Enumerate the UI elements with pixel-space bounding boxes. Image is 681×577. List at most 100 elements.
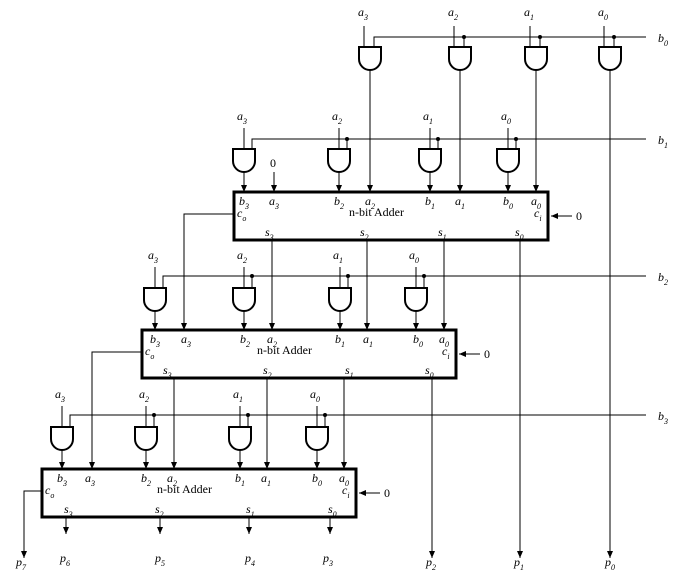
adder2-port-a0-base: a [439,332,445,346]
carry-in-sub: i [447,352,449,361]
row1-a3-label-sub: 3 [242,117,247,126]
adder1-port-a3-sub: 3 [274,202,279,211]
adder2-port-s0-base: s [425,363,430,377]
row2-a0-label-base: a [409,248,415,262]
arrowhead [551,213,558,219]
b3-label-sub: 3 [663,417,668,426]
arrowhead [367,185,373,192]
row1-and-gate-a0 [496,148,520,173]
carry-out-base: c [145,344,151,358]
adder3-port-b0-base: b [312,471,318,485]
row1-a1-label-sub: 1 [429,117,433,126]
arrowhead [269,323,275,330]
adder1-port-a3: a3 [269,194,279,211]
row3-and-gate-a1 [228,426,252,451]
p3-label-base: p [322,551,329,565]
adder2-port-b3: b3 [150,332,160,349]
row0-a0-label-base: a [598,5,604,19]
adder3-port-s3-base: s [64,502,69,516]
adder3-port-s2-base: s [155,502,160,516]
adder1-port-s3-sub: 3 [269,233,274,242]
adder2-port-b1: b1 [335,332,345,349]
adder2-port-s0-sub: 0 [430,371,434,380]
adder2-port-b0-base: b [413,332,419,346]
p5-label: p5 [154,551,165,568]
adder3-port-b0-sub: 0 [318,479,322,488]
row1-a0-label: a0 [501,109,511,126]
arrowhead [143,462,149,469]
adder1-a3-zero: 0 [270,156,276,170]
p4-label-sub: 4 [251,559,255,568]
arrowhead [364,323,370,330]
adder2-port-a1-sub: 1 [369,340,373,349]
p0-label-sub: 0 [611,563,615,572]
row2-and-gate-a0 [404,287,428,312]
row2-a0-label-sub: 0 [415,256,419,265]
row1-a1-label-base: a [423,109,429,123]
adder2-port-s3-sub: 3 [167,371,172,380]
p0-label: p0 [604,555,615,572]
adder1-port-s3: s3 [265,225,274,242]
arrowhead [336,185,342,192]
arrowhead [171,462,177,469]
adder2-carry-out-label: co [145,344,154,361]
row0-a2-label-base: a [448,5,454,19]
adder1-port-s0-base: s [515,225,520,239]
b2-label: b2 [658,270,668,287]
row2-and-gate-a3 [143,287,167,312]
adder2-port-a1: a1 [363,332,373,349]
adder3-carry-out-label: co [45,483,54,500]
row2-a2-label: a2 [237,248,247,265]
adder3-port-b1-sub: 1 [241,479,245,488]
row0-a2-label-sub: 2 [454,13,458,22]
adder3-port-b3-sub: 3 [62,479,67,488]
row2-a2-label-sub: 2 [243,256,247,265]
row3-a1-label-sub: 1 [239,395,243,404]
adder1-port-s0: s0 [515,225,524,242]
carry-out-base: c [45,483,51,497]
adder3-carry-in-zero: 0 [384,486,390,500]
adder1-port-a0-sub: 0 [537,202,541,211]
b1-label-base: b [658,133,664,147]
adder3-port-a1: a1 [261,471,271,488]
arrowhead [427,185,433,192]
arrowhead [241,323,247,330]
adder1-port-a1-sub: 1 [461,202,465,211]
b3-label: b3 [658,409,668,426]
arrowhead [337,323,343,330]
adder2-port-b3-sub: 3 [155,340,160,349]
adder1-title: n-bit Adder [349,205,404,219]
row3-a3-label-sub: 3 [60,395,65,404]
adder1-port-s1-base: s [438,225,443,239]
adder2-port-s3-base: s [163,363,168,377]
adder1-port-a1: a1 [455,194,465,211]
adder3-box [40,467,358,519]
arrowhead [181,323,187,330]
carry-out-sub: o [150,352,154,361]
adder1-port-a3-base: a [269,194,275,208]
arrowhead [314,462,320,469]
arrowhead [459,351,466,357]
b2-label-base: b [658,270,664,284]
row1-a1-label: a1 [423,109,433,126]
row2-a3-label-sub: 3 [153,256,158,265]
p2-label-base: p [425,555,432,569]
adder3-port-a3: a3 [85,471,95,488]
row1-and-gate-a3 [232,148,256,173]
adder3-port-a1-base: a [261,471,267,485]
adder2-port-b2: b2 [240,332,250,349]
arrowhead [341,462,347,469]
adder1-port-s2: s2 [360,225,369,242]
arrowhead [237,462,243,469]
adder1-port-b3-sub: 3 [244,202,249,211]
adder3-port-s0: s0 [328,502,337,519]
row1-a2-label: a2 [332,109,342,126]
carry-in-base: c [342,483,348,497]
p7-label-sub: 7 [22,563,27,572]
adder2-port-s1-sub: 1 [350,371,354,380]
b0-label: b0 [658,31,668,48]
row3-a2-label-sub: 2 [145,395,149,404]
p1-label-sub: 1 [520,563,524,572]
adder2-port-b0: b0 [413,332,423,349]
